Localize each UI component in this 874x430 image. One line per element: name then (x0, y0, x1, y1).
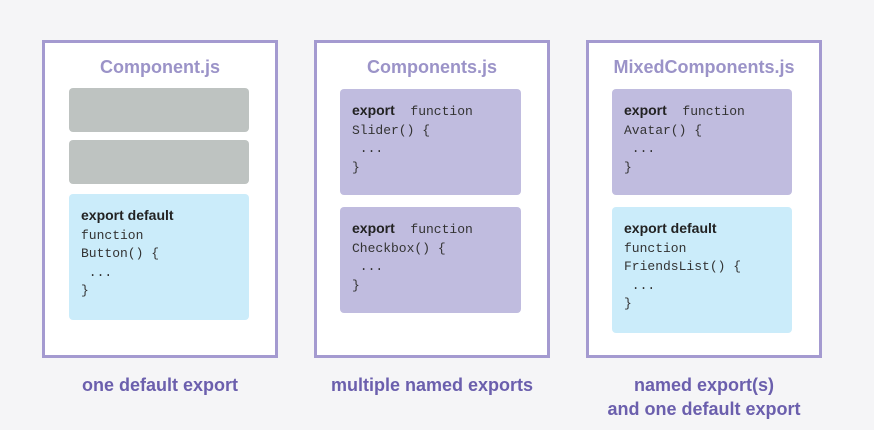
code-line: FriendsList() { (624, 259, 742, 274)
code-line: } (81, 283, 89, 298)
code-line: function (624, 240, 687, 256)
caption-one-default-export: one default export (81, 375, 238, 395)
named-export-block: export function Checkbox() { ... } (340, 207, 521, 313)
caption-multiple-named-exports: multiple named exports (330, 375, 534, 395)
code-line: function (410, 104, 473, 119)
named-export-block: export function Slider() { ... } (340, 89, 521, 195)
named-export-block: export function Avatar() { ... } (612, 89, 792, 195)
placeholder-block (69, 140, 249, 184)
code-line: Avatar() { (624, 122, 703, 138)
file-title: Components.js (366, 57, 497, 77)
code-line: ... (81, 264, 113, 280)
caption-line: named export(s) (633, 375, 775, 395)
file-mixedcomponents-js: MixedComponents.js export function Avata… (586, 40, 822, 358)
file-title: Component.js (100, 57, 220, 77)
code-line: function (682, 104, 745, 119)
code-line: } (352, 277, 360, 293)
default-export-block: export default function FriendsList() { … (612, 207, 792, 333)
export-keyword: export (352, 102, 395, 118)
caption-mixed-exports: named export(s) and one default export (574, 373, 834, 421)
code-line: } (352, 159, 360, 175)
code-line: } (624, 296, 632, 311)
export-keyword: export (624, 102, 667, 118)
default-export-block: export default function Button() { ... } (69, 194, 249, 320)
export-default-keyword: export default (81, 207, 174, 223)
placeholder-block (69, 88, 249, 132)
file-component-js: Component.js export default function But… (42, 40, 278, 358)
code-line: ... (624, 277, 656, 293)
code-line: function (410, 222, 473, 237)
file-components-js: Components.js export function Slider() {… (314, 40, 550, 358)
code-line: ... (352, 259, 384, 274)
export-keyword: export (352, 220, 395, 236)
code-line: ... (352, 141, 384, 156)
export-default-keyword: export default (624, 220, 717, 236)
caption-line: and one default export (607, 399, 801, 419)
code-line: ... (624, 141, 656, 156)
code-line: Slider() { (352, 122, 431, 138)
code-line: Checkbox() { (352, 240, 446, 256)
file-title: MixedComponents.js (613, 57, 795, 77)
code-line: Button() { (81, 246, 160, 261)
code-line: function (81, 227, 144, 243)
code-line: } (624, 159, 632, 175)
